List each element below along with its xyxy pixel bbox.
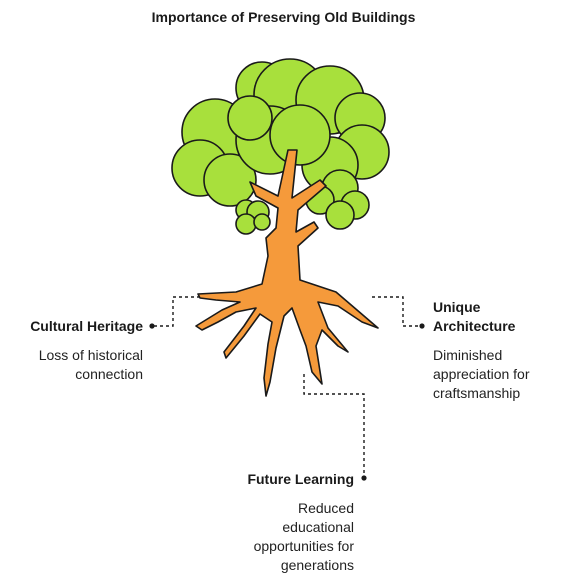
cultural-heritage-heading: Cultural Heritage	[30, 318, 143, 334]
connector-cultural-dot	[149, 323, 155, 329]
diagram-title: Importance of Preserving Old Buildings	[151, 9, 416, 25]
connector-architecture-dot	[419, 323, 425, 329]
connector-lines	[152, 296, 422, 478]
connector-learning	[303, 374, 365, 478]
unique-architecture-heading: Unique Architecture	[433, 299, 516, 334]
future-learning-description: Reduced educational opportunities for ge…	[253, 500, 354, 573]
unique-architecture-description: Diminished appreciation for craftsmanshi…	[433, 347, 530, 401]
connector-architecture	[372, 296, 422, 327]
cultural-heritage-description: Loss of historical connection	[38, 347, 143, 382]
future-learning-heading: Future Learning	[247, 471, 354, 487]
tree-trunk	[195, 149, 379, 397]
connector-learning-dot	[361, 475, 367, 481]
connector-cultural	[152, 296, 200, 327]
